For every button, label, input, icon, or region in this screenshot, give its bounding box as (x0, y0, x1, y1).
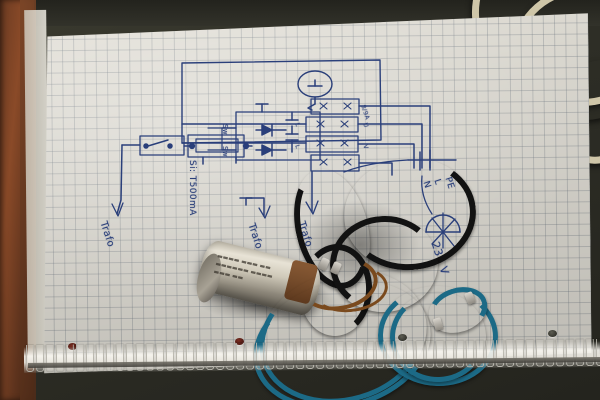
label-fuse: Si: T500mA (187, 160, 197, 216)
label-sw-lower: Sw (221, 146, 229, 157)
punch-hole (548, 330, 557, 337)
punch-hole (235, 338, 244, 345)
label-sw-upper: Sw (221, 124, 229, 135)
punch-hole (398, 334, 407, 341)
